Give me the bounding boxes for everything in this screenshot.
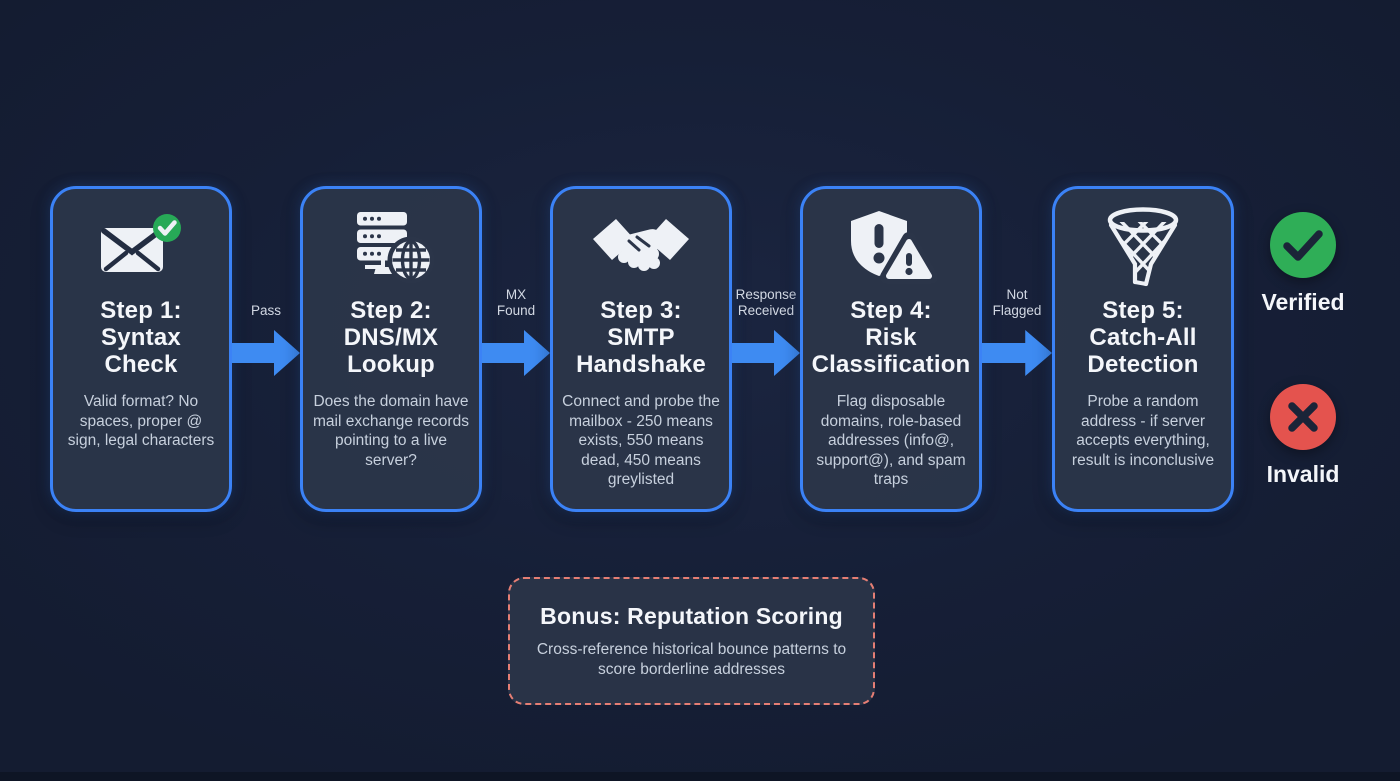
shield-alert-icon bbox=[845, 205, 937, 289]
connector-not-flagged: Not Flagged bbox=[982, 280, 1052, 380]
connector-response-received: Response Received bbox=[732, 280, 800, 380]
arrow-right-icon bbox=[732, 330, 800, 376]
step-title: Step 4: Risk Classification bbox=[811, 297, 971, 378]
connector-label: Pass bbox=[250, 303, 281, 318]
handshake-icon bbox=[591, 205, 691, 289]
step-card-dns-mx-lookup: Step 2: DNS/MX Lookup Does the domain ha… bbox=[300, 186, 482, 512]
bonus-title: Bonus: Reputation Scoring bbox=[540, 602, 843, 629]
check-circle-icon bbox=[1270, 212, 1336, 278]
step-card-smtp-handshake: Step 3: SMTP Handshake Connect and probe… bbox=[550, 186, 732, 512]
step-description: Probe a random address - if server accep… bbox=[1071, 393, 1215, 469]
step-card-risk-classification: Step 4: Risk Classification Flag disposa… bbox=[800, 186, 982, 512]
arrow-right-icon bbox=[482, 330, 550, 376]
step-card-catch-all-detection: Step 5: Catch-All Detection Probe a rand… bbox=[1052, 186, 1234, 512]
step-description: Flag disposable domains, role-based addr… bbox=[816, 393, 966, 488]
step-description: Connect and probe the mailbox - 250 mean… bbox=[562, 393, 720, 488]
connector-pass: Pass bbox=[232, 280, 300, 380]
x-circle-icon bbox=[1270, 384, 1336, 450]
connector-label: Not Flagged bbox=[992, 287, 1042, 318]
outcome-verified: Verified bbox=[1233, 212, 1373, 316]
step-card-syntax-check: Step 1: Syntax Check Valid format? No sp… bbox=[50, 186, 232, 512]
connector-label: Response Received bbox=[735, 287, 797, 318]
step-title: Step 3: SMTP Handshake bbox=[576, 297, 706, 378]
funnel-net-icon bbox=[1095, 205, 1191, 289]
bonus-reputation-scoring-box: Bonus: Reputation Scoring Cross-referenc… bbox=[508, 577, 875, 705]
server-globe-icon bbox=[347, 205, 435, 289]
step-description: Does the domain have mail exchange recor… bbox=[313, 393, 469, 469]
envelope-check-icon bbox=[98, 205, 184, 289]
step-title: Step 5: Catch-All Detection bbox=[1087, 297, 1199, 378]
step-title: Step 1: Syntax Check bbox=[100, 297, 182, 378]
connector-label: MX Found bbox=[496, 287, 536, 318]
arrow-right-icon bbox=[982, 330, 1052, 376]
bonus-description: Cross-reference historical bounce patter… bbox=[536, 640, 847, 678]
outcome-invalid: Invalid bbox=[1233, 384, 1373, 488]
step-description: Valid format? No spaces, proper @ sign, … bbox=[67, 393, 215, 449]
outcome-label: Verified bbox=[1261, 289, 1345, 315]
outcome-label: Invalid bbox=[1266, 461, 1340, 487]
connector-mx-found: MX Found bbox=[482, 280, 550, 380]
step-title: Step 2: DNS/MX Lookup bbox=[343, 297, 439, 378]
arrow-right-icon bbox=[232, 330, 300, 376]
